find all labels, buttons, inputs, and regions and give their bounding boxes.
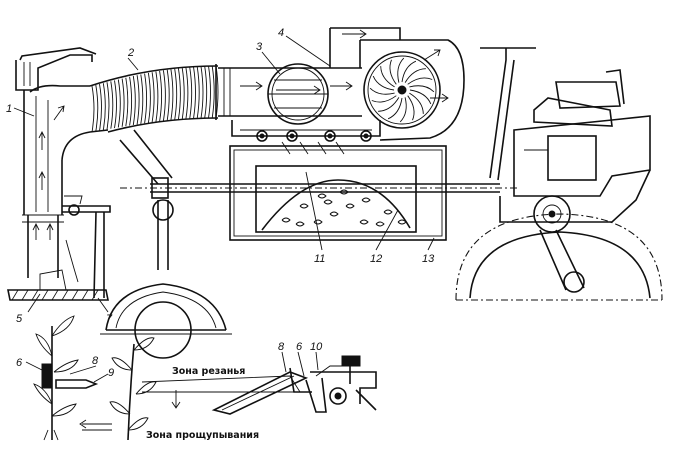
corrugated-hose (89, 65, 219, 133)
zone-probing-label: Зона прощупывания (146, 430, 259, 441)
collection-box (229, 145, 447, 241)
tractor (455, 47, 663, 301)
zone-cutting-label: Зона резанья (172, 366, 245, 377)
carriage-rail (231, 120, 381, 155)
label-10: 10 (310, 341, 323, 353)
label-1: 1 (6, 103, 12, 115)
air-duct (215, 64, 362, 120)
label-13: 13 (422, 253, 435, 265)
label-3: 3 (256, 41, 263, 53)
label-4: 4 (278, 27, 284, 39)
left-wheel (100, 129, 232, 359)
label-5: 5 (16, 313, 23, 325)
label-6: 6 (16, 357, 23, 369)
plant-inset (33, 315, 112, 441)
label-8: 8 (92, 355, 99, 367)
label-9: 9 (108, 367, 114, 379)
label-8-inset: 8 (278, 341, 285, 353)
cutting-inset (109, 337, 377, 441)
label-7: 7 (106, 313, 113, 325)
label-11: 11 (314, 253, 325, 265)
separator-ring (267, 63, 329, 125)
intake-pipe (7, 47, 111, 301)
main-shaft (120, 177, 520, 199)
fan-housing (329, 27, 465, 141)
leader-lines (13, 35, 435, 383)
label-2: 2 (127, 47, 134, 59)
label-6-inset: 6 (296, 341, 303, 353)
label-12: 12 (370, 253, 382, 265)
